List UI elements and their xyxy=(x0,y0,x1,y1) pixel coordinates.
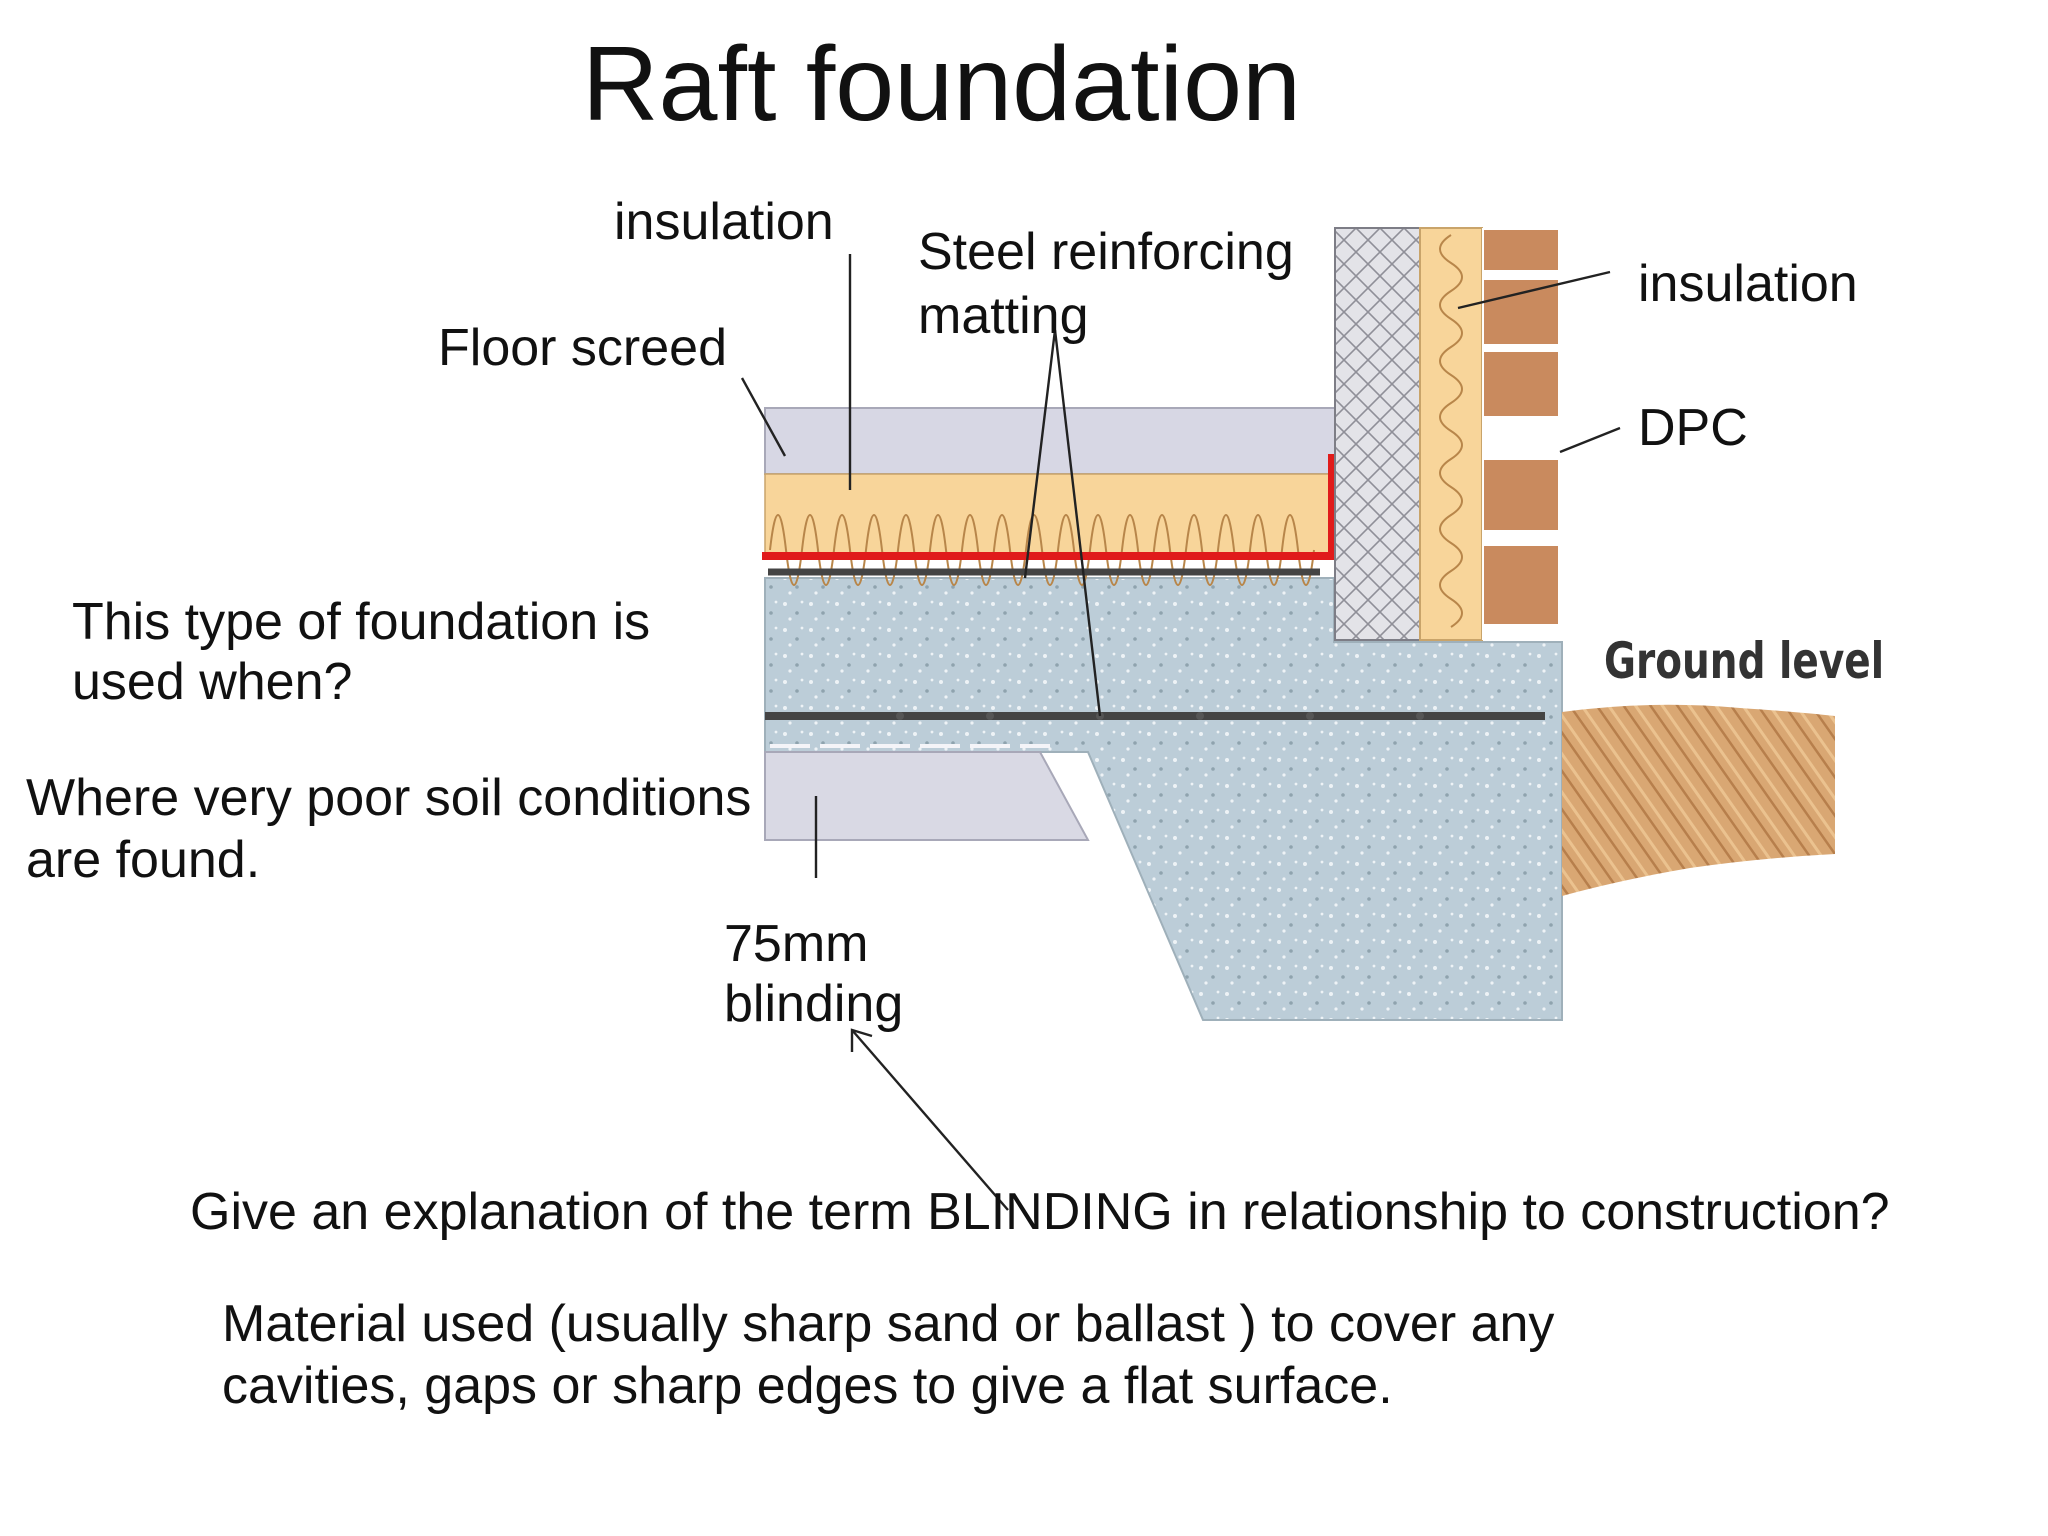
label-blinding-1: 75mm xyxy=(724,915,869,973)
leader-dpc xyxy=(1559,426,1621,454)
answer-2-line-1: Material used (usually sharp sand or bal… xyxy=(222,1295,1555,1353)
label-steel-reinforcing-1: Steel reinforcing xyxy=(918,223,1294,281)
label-insulation-wall: insulation xyxy=(1638,255,1858,313)
inner-blockwork-leaf xyxy=(1334,227,1421,641)
question-2: Give an explanation of the term BLINDING… xyxy=(190,1183,1890,1241)
answer-1-line-2: are found. xyxy=(26,831,261,889)
cavity-insulation-waves xyxy=(1439,234,1463,628)
cavity-insulation xyxy=(1419,227,1483,641)
label-steel-reinforcing-2: matting xyxy=(918,287,1089,345)
blinding-layer xyxy=(764,751,1090,841)
leader-steel-matting xyxy=(1023,329,1102,717)
ground-soil xyxy=(1562,704,1835,896)
floor-insulation-waves xyxy=(769,514,1315,586)
label-dpc: DPC xyxy=(1638,399,1748,457)
floor-screed xyxy=(764,407,1336,475)
rebar-chairs xyxy=(896,712,1424,720)
answer-1-line-1: Where very poor soil conditions xyxy=(26,769,752,827)
floor-insulation xyxy=(764,473,1336,557)
blinding-arrow-shaft xyxy=(851,1029,1009,1211)
slide-title: Raft foundation xyxy=(582,25,1301,143)
leader-insulation-wall xyxy=(1457,270,1611,310)
label-blinding-2: blinding xyxy=(724,975,904,1033)
label-floor-screed: Floor screed xyxy=(438,319,727,377)
outer-brick-leaf xyxy=(1482,228,1560,640)
question-1-line-1: This type of foundation is xyxy=(72,593,651,651)
blinding-arrow-head xyxy=(850,1028,873,1052)
label-ground-level: Ground level xyxy=(1604,632,1885,690)
answer-2-line-2: cavities, gaps or sharp edges to give a … xyxy=(222,1357,1393,1415)
leader-floor-screed xyxy=(740,377,787,457)
question-1-line-2: used when? xyxy=(72,653,353,711)
label-insulation-floor: insulation xyxy=(614,193,834,251)
